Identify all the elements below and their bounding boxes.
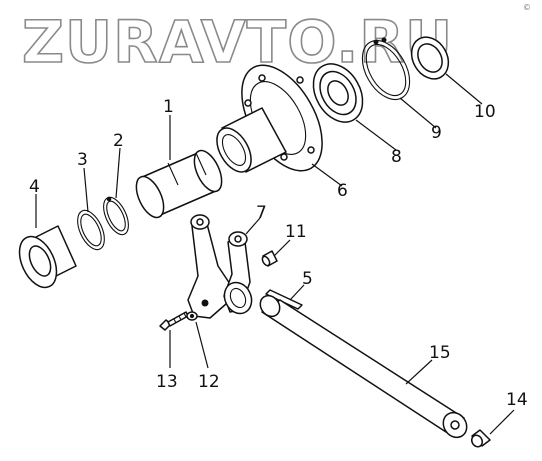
part-12-washer bbox=[186, 311, 198, 321]
leader-10 bbox=[445, 73, 483, 105]
part-3-ring bbox=[77, 209, 105, 251]
part-15-shaft bbox=[259, 294, 468, 439]
corner-mark: © bbox=[523, 3, 531, 12]
leader-5 bbox=[289, 284, 305, 301]
callout-labels: 1 2 3 4 5 6 7 8 9 10 11 12 13 14 15 bbox=[29, 97, 528, 410]
callout-3: 3 bbox=[77, 150, 88, 170]
callout-4: 4 bbox=[29, 177, 40, 197]
callout-10: 10 bbox=[474, 102, 496, 122]
part-7-shift-fork bbox=[187, 214, 253, 319]
leader-14 bbox=[489, 409, 515, 435]
callout-11: 11 bbox=[285, 222, 307, 242]
part-8-bearing bbox=[312, 63, 364, 123]
callout-6: 6 bbox=[337, 181, 348, 201]
callout-9: 9 bbox=[431, 123, 442, 143]
callout-13: 13 bbox=[156, 372, 178, 392]
part-1-sleeve bbox=[135, 149, 223, 219]
callout-2: 2 bbox=[113, 131, 124, 151]
leader-3 bbox=[83, 167, 89, 213]
callout-12: 12 bbox=[198, 372, 220, 392]
leader-8 bbox=[355, 119, 397, 151]
leader-lines bbox=[35, 73, 515, 435]
callout-14: 14 bbox=[506, 390, 528, 410]
callout-5: 5 bbox=[302, 269, 313, 289]
part-14-plug bbox=[470, 429, 491, 448]
callout-8: 8 bbox=[391, 147, 402, 167]
leader-9 bbox=[399, 97, 437, 129]
leader-11 bbox=[273, 239, 291, 257]
leader-12 bbox=[195, 321, 209, 369]
part-13-bolt bbox=[159, 311, 189, 331]
leader-7 bbox=[245, 217, 261, 235]
part-2-circlip bbox=[103, 196, 129, 236]
part-4-seal bbox=[18, 225, 77, 289]
callout-7: 7 bbox=[256, 203, 267, 223]
part-10-seal-ring bbox=[410, 36, 450, 80]
callout-1: 1 bbox=[163, 97, 174, 117]
leader-2 bbox=[115, 147, 121, 199]
part-11-pin bbox=[261, 250, 278, 267]
leader-6 bbox=[311, 163, 343, 187]
leader-15 bbox=[405, 359, 433, 385]
watermark-logo: ZURAVTO.RU bbox=[22, 8, 453, 76]
part-6-flanged-hub bbox=[216, 64, 323, 173]
callout-15: 15 bbox=[429, 343, 451, 363]
part-9-snap-ring bbox=[361, 37, 411, 101]
